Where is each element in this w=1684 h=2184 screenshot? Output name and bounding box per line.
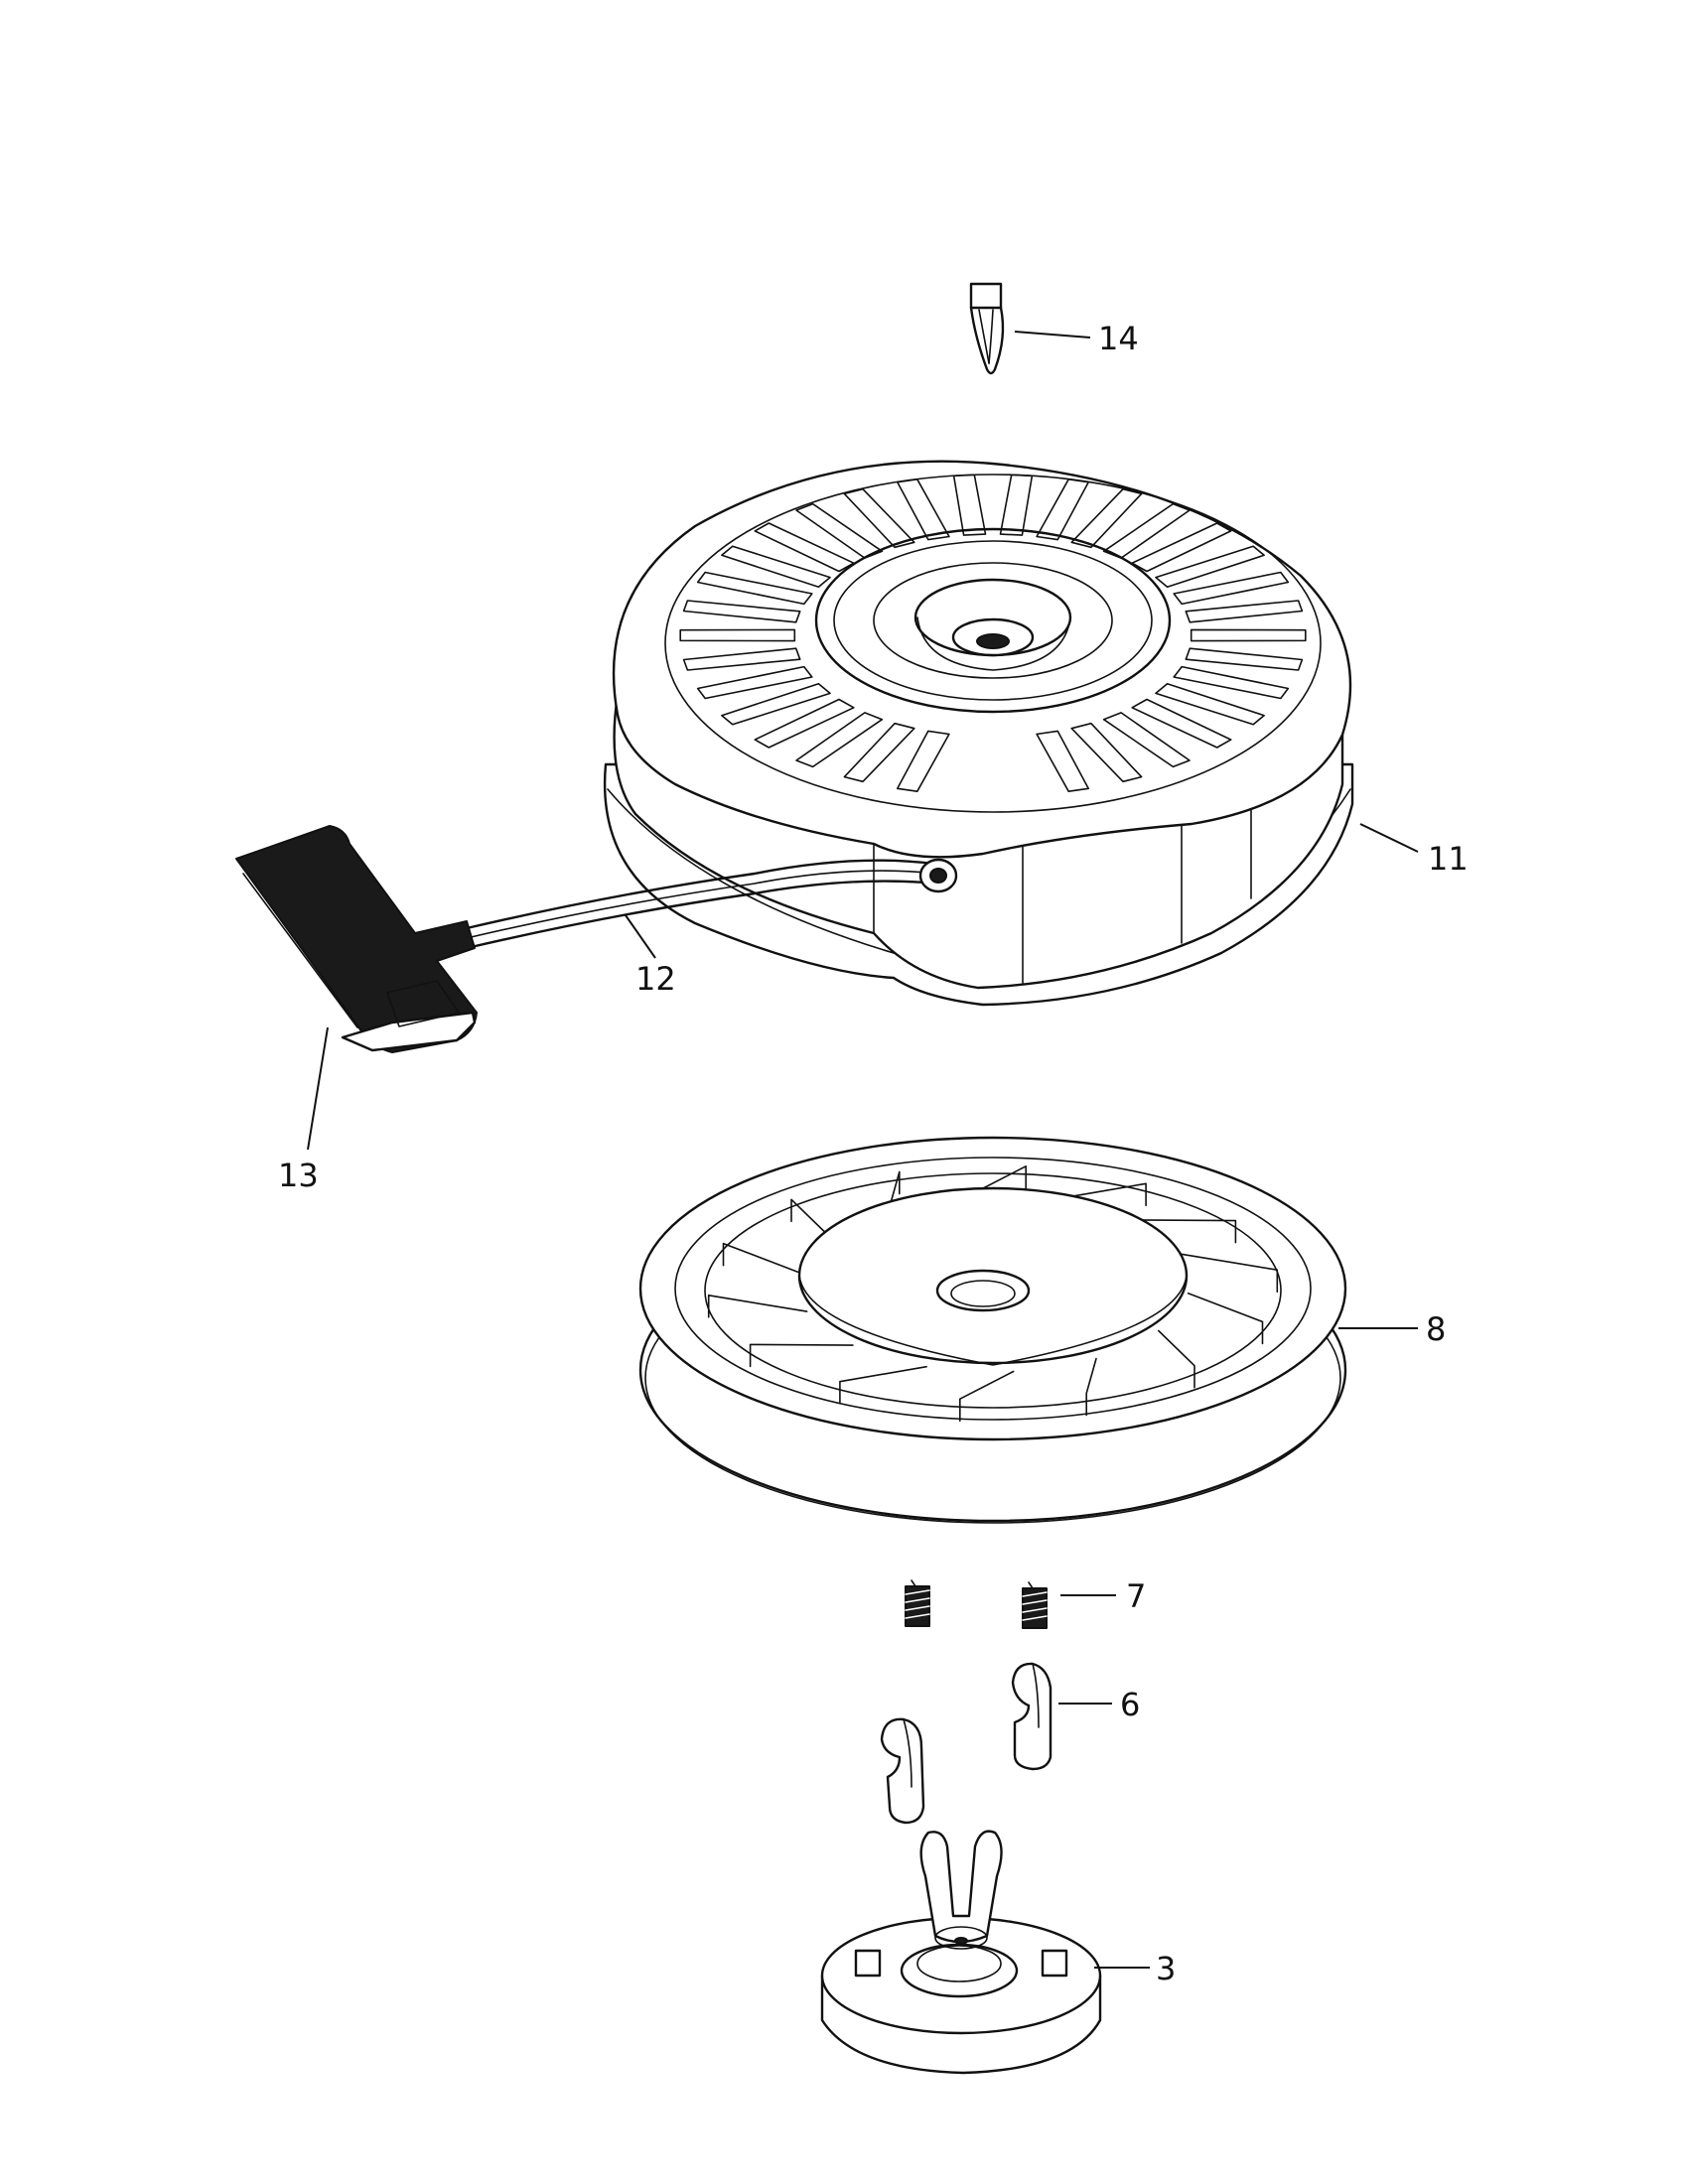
housing-slot: [1070, 722, 1143, 783]
housing-slot: [1131, 698, 1232, 749]
part-label-12: 12: [635, 960, 676, 998]
pulley-vane: [1058, 1182, 1147, 1207]
leader-12: [625, 914, 656, 959]
housing-slot: [795, 712, 884, 768]
pulley-vane: [1085, 1357, 1097, 1417]
pulley-vane: [722, 1242, 799, 1273]
starter-handle: [235, 825, 478, 1053]
housing-slot: [682, 600, 801, 623]
housing-slot: [1131, 522, 1232, 573]
pawl-springs: [905, 1579, 1048, 1629]
pulley-vane: [971, 1165, 1027, 1195]
housing-slot: [1102, 502, 1191, 559]
pulley-vane: [707, 1295, 808, 1318]
pulley-vane: [1178, 1253, 1279, 1293]
housing-slot: [754, 522, 855, 573]
part-label-14: 14: [1098, 320, 1139, 357]
housing-slot: [897, 730, 950, 792]
part-label-7: 7: [1126, 1577, 1146, 1615]
housing-slot: [999, 474, 1034, 536]
housing-slot: [1185, 647, 1304, 671]
housing-slot: [721, 683, 831, 726]
housing-slot: [1185, 600, 1304, 623]
rope-pulley: [638, 1136, 1347, 1524]
housing-slot: [1036, 730, 1089, 792]
housing-slot: [696, 571, 813, 606]
pulley-vane: [1158, 1329, 1195, 1389]
leader-14: [1014, 331, 1091, 339]
starter-housing: [603, 460, 1354, 1007]
leader-13: [307, 1026, 329, 1151]
housing-slot: [1190, 628, 1307, 642]
part-label-6: 6: [1120, 1686, 1140, 1723]
housing-slot: [682, 647, 801, 671]
housing-slot: [843, 722, 915, 783]
cotter-pin: [969, 282, 1005, 375]
housing-slot: [679, 628, 796, 642]
pawls: [880, 1662, 1052, 1825]
pulley-vane: [790, 1198, 828, 1236]
leader-11: [1359, 823, 1419, 853]
retainer-cam: [820, 1830, 1102, 2075]
housing-slot: [952, 474, 987, 536]
housing-slot: [1036, 478, 1089, 541]
housing-slot: [1173, 571, 1290, 606]
housing-slot: [1155, 545, 1265, 588]
starter-rope: [465, 858, 958, 950]
part-label-8: 8: [1426, 1310, 1446, 1348]
housing-slot: [1173, 665, 1290, 700]
housing-slot: [843, 487, 915, 549]
pulley-vane: [889, 1170, 901, 1208]
part-label-3: 3: [1156, 1950, 1176, 1987]
housing-slot: [1102, 712, 1191, 768]
housing-slot: [1155, 683, 1265, 726]
pulley-vane: [749, 1343, 854, 1368]
part-label-13: 13: [278, 1157, 319, 1194]
part-label-11: 11: [1428, 840, 1469, 878]
housing-slot: [897, 478, 950, 541]
housing-slot: [721, 545, 831, 588]
housing-slot: [795, 502, 884, 559]
housing-slot: [696, 665, 813, 700]
pulley-vane: [839, 1365, 927, 1405]
housing-slot: [754, 698, 855, 749]
pulley-vane: [1187, 1293, 1264, 1345]
pulley-vane: [1132, 1219, 1237, 1244]
pulley-vane: [959, 1370, 1015, 1422]
housing-slot: [1070, 487, 1143, 549]
